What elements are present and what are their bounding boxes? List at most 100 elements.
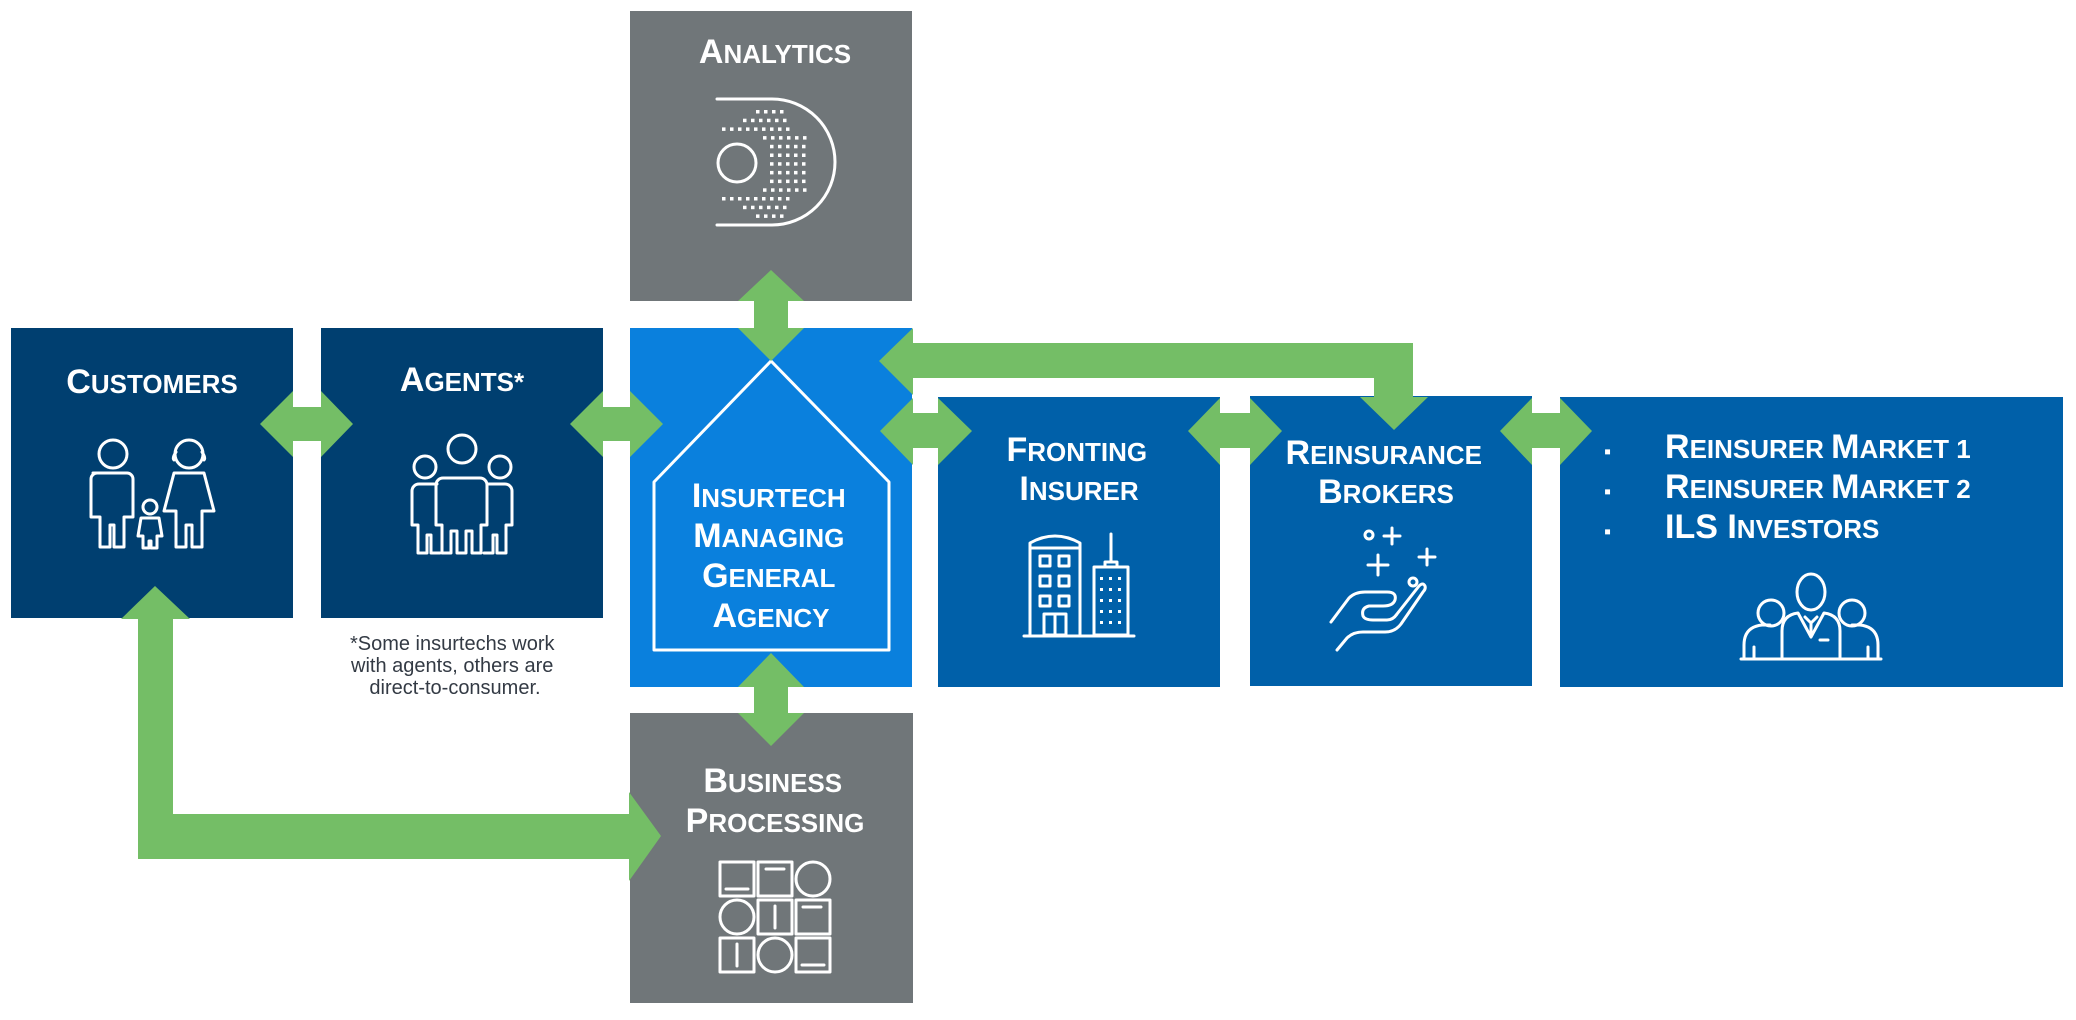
analytics-node: ANALYTICS (630, 11, 912, 301)
business-title: BUSINESS PROCESSING (686, 762, 865, 840)
analytics-dot (803, 136, 807, 140)
analytics-dot (778, 162, 782, 166)
analytics-dot (763, 136, 767, 140)
markets-box (1560, 397, 2063, 687)
analytics-dot (754, 197, 758, 201)
analytics-dot (730, 197, 734, 201)
analytics-dot (787, 136, 791, 140)
analytics-dot (743, 205, 747, 210)
analytics-dot (786, 153, 790, 157)
markets-list-item: ▪ ILS INVESTORS (1604, 508, 1879, 546)
fronting-title: FRONTING INSURER (1006, 431, 1151, 508)
analytics-icon (715, 97, 837, 227)
analytics-dot (770, 162, 774, 166)
investors-icon (1739, 572, 1883, 661)
analytics-dot (762, 197, 766, 201)
arrow-mga-business (738, 653, 804, 746)
analytics-dot (771, 136, 775, 140)
analytics-dot (771, 188, 775, 192)
analytics-dot (794, 162, 798, 166)
analytics-dot (722, 127, 726, 131)
building-icon (1022, 532, 1136, 638)
house-outline-icon (652, 359, 891, 652)
analytics-dot (779, 136, 783, 140)
markets-list-item: ▪ REINSURER MARKET 1 (1604, 428, 1971, 466)
analytics-dot (767, 118, 771, 123)
analytics-dot (802, 170, 806, 175)
arrow-mga-brokers (879, 328, 1428, 430)
analytics-dot (770, 144, 774, 149)
analytics-dot (803, 188, 807, 192)
analytics-dot (754, 127, 758, 131)
analytics-dot (778, 127, 782, 131)
mga-title: INSURTECH MANAGING GENERAL AGENCY (692, 477, 850, 635)
analytics-dot (772, 214, 776, 218)
analytics-dot (802, 179, 806, 184)
markets-list: ▪ REINSURER MARKET 1 ▪ REINSURER MARKET … (1604, 428, 1971, 546)
analytics-dot (743, 118, 747, 123)
fronting-node: FRONTING INSURER (938, 397, 1220, 687)
family-icon (89, 438, 216, 550)
arrow-mga-fronting (880, 398, 972, 465)
analytics-dot (783, 205, 787, 210)
analytics-dot (762, 127, 766, 131)
analytics-dot (778, 170, 782, 175)
analytics-dot (786, 127, 790, 131)
analytics-dot (746, 127, 750, 131)
analytics-dot (802, 162, 806, 166)
analytics-dot (770, 179, 774, 184)
arrow-analytics-mga (738, 270, 804, 361)
analytics-dot (770, 170, 774, 175)
analytics-dot (802, 144, 806, 149)
analytics-dot (794, 153, 798, 157)
analytics-dot (730, 127, 734, 131)
analytics-dot (775, 118, 779, 123)
customers-title: CUSTOMERS (66, 363, 237, 401)
group-icon (410, 433, 514, 555)
brokers-title: REINSURANCE BROKERS (1286, 434, 1487, 511)
analytics-dot (751, 205, 755, 210)
business-box (630, 713, 913, 1003)
analytics-dot (778, 179, 782, 184)
analytics-dot (795, 136, 799, 140)
analytics-dot (770, 197, 774, 201)
analytics-dot (794, 170, 798, 175)
analytics-dot (767, 205, 771, 210)
analytics-dot (764, 214, 768, 218)
hand-offering-icon (1329, 526, 1437, 652)
analytics-dot (786, 179, 790, 184)
analytics-dot (763, 188, 767, 192)
analytics-dot (759, 205, 763, 210)
arrow-brokers-markets (1500, 398, 1592, 465)
analytics-dot (759, 118, 763, 123)
analytics-dot (780, 214, 784, 218)
arrow-agents-mga (570, 391, 663, 457)
analytics-dot (746, 197, 750, 201)
analytics-dot (738, 197, 742, 201)
analytics-dot (786, 197, 790, 201)
customers-box (11, 328, 293, 618)
analytics-dot (786, 144, 790, 149)
analytics-dot (772, 110, 776, 114)
analytics-dot (787, 188, 791, 192)
agents-node: AGENTS* (321, 328, 603, 618)
brokers-node: REINSURANCE BROKERS (1250, 396, 1532, 686)
analytics-dot (794, 179, 798, 184)
analytics-dot (786, 170, 790, 175)
analytics-dot (770, 153, 774, 157)
analytics-dot (780, 110, 784, 114)
analytics-dot (775, 205, 779, 210)
analytics-title: ANALYTICS (699, 33, 851, 71)
analytics-dot (794, 144, 798, 149)
analytics-dot (756, 214, 760, 218)
business-node: BUSINESS PROCESSING (630, 713, 913, 1003)
analytics-dot (751, 118, 755, 123)
agents-title: AGENTS* (400, 361, 525, 399)
agents-box (321, 328, 603, 618)
analytics-dot (802, 153, 806, 157)
mga-node: INSURTECH MANAGING GENERAL AGENCY (630, 328, 912, 687)
analytics-dot (778, 197, 782, 201)
analytics-dot (756, 110, 760, 114)
markets-node: ▪ REINSURER MARKET 1 ▪ REINSURER MARKET … (1560, 397, 2063, 687)
